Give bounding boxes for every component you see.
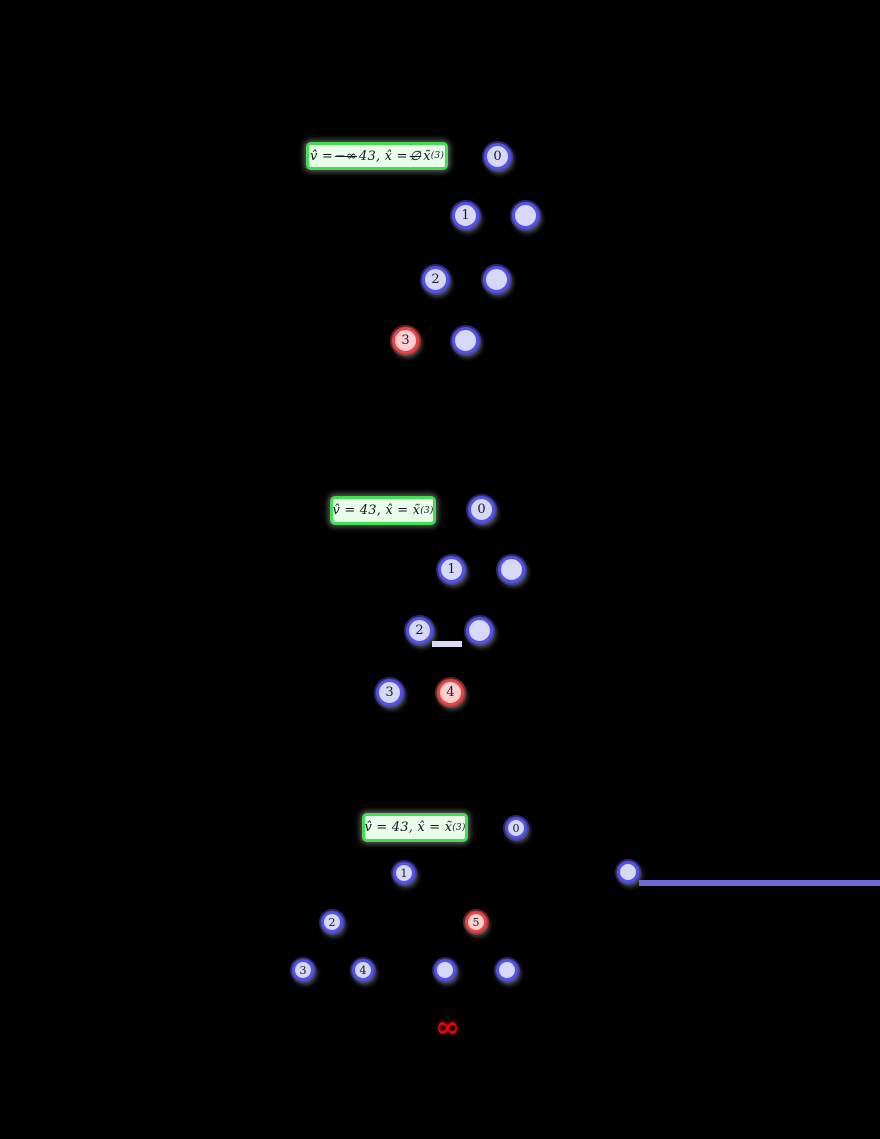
caption-text: v̂ = 43, x̂ = x̃ [332,503,421,518]
caption-text: x̃ [423,148,431,164]
tree-node-2: 2 [422,266,449,293]
caption-text: 43, x̂ = [359,148,408,164]
tree-node-1: 1 [452,202,479,229]
superscript: (3) [430,151,445,161]
tree-node-unlabeled [452,327,479,354]
caption-text: v̂ = 43, x̂ = x̃ [364,820,453,835]
tree-node-0: 0 [484,143,511,170]
tree-node-unlabeled [617,861,639,883]
clipped-edge-bar [639,880,880,886]
struck-old-incumbent: ∅ [409,148,422,164]
infinity-marker: ∞ [435,1010,460,1045]
tree-node-3: 3 [376,679,403,706]
value-annotation-box: v̂ = −∞ 43, x̂ = ∅ x̃(3) [306,142,448,170]
tree-node-1: 1 [438,556,465,583]
pruned-edge-bar [432,641,462,647]
caption-text: v̂ = [309,148,333,164]
tree-node-5-active: 5 [465,911,487,933]
tree-node-2: 2 [406,617,433,644]
tree-node-4-active: 4 [437,679,464,706]
struck-old-value: −∞ [334,148,358,164]
tree-node-3: 3 [292,959,314,981]
superscript: (3) [420,505,434,516]
tree-node-unlabeled [434,959,456,981]
tree-node-unlabeled [496,959,518,981]
superscript: (3) [452,822,466,833]
tree-node-unlabeled [512,202,539,229]
tree-node-0: 0 [505,817,527,839]
tree-node-unlabeled [483,266,510,293]
tree-node-3-active: 3 [392,327,419,354]
tree-node-2: 2 [321,911,343,933]
tree-node-0: 0 [468,496,495,523]
tree-node-1: 1 [393,862,415,884]
tree-node-4: 4 [352,959,374,981]
value-annotation-box: v̂ = 43, x̂ = x̃(3) [362,813,468,842]
value-annotation-box: v̂ = 43, x̂ = x̃(3) [330,496,436,525]
tree-node-unlabeled [466,617,493,644]
tree-node-unlabeled [498,556,525,583]
